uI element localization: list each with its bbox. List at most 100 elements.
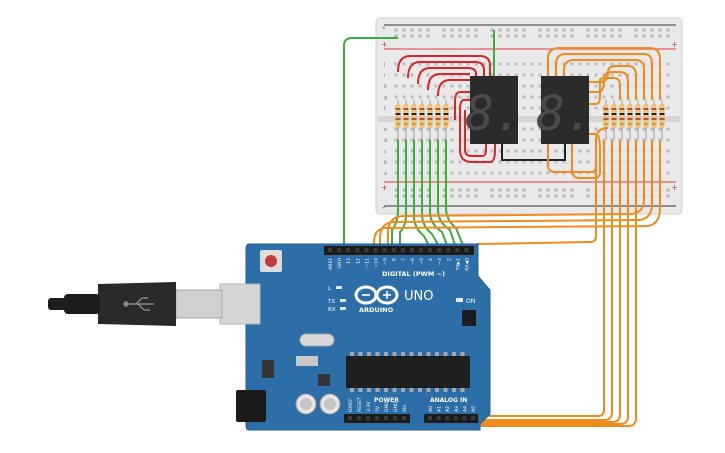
digital-pin-socket[interactable] — [328, 248, 332, 252]
breadboard-hole — [450, 149, 454, 153]
digital-pin-socket[interactable] — [373, 248, 378, 252]
resistor-bank — [395, 100, 665, 140]
breadboard-hole — [458, 84, 462, 88]
led-on — [456, 298, 463, 302]
rail-hole — [426, 194, 430, 198]
analog-pin-socket[interactable] — [462, 416, 467, 420]
red-wire-4 — [427, 73, 470, 91]
breadboard-hole — [450, 171, 454, 175]
row-letter-g: g — [384, 95, 387, 101]
capacitor-1-top — [300, 398, 312, 410]
power-pin-socket[interactable] — [366, 416, 370, 420]
breadboard-hole — [410, 160, 414, 164]
digital-pin-label: 12 — [355, 258, 361, 264]
breadboard-hole — [610, 84, 614, 88]
rail-hole — [602, 28, 606, 32]
power-pin-socket[interactable] — [402, 416, 406, 420]
digital-pin-label: RX◀0 — [465, 258, 471, 271]
resistor-band — [659, 108, 665, 110]
digital-pin-socket[interactable] — [346, 248, 351, 252]
breadboard-hole — [490, 171, 494, 175]
rail-hole — [466, 34, 470, 38]
orange-wire-long-6 — [387, 140, 645, 248]
usb-cable — [48, 282, 261, 326]
power-pin-label: RESET — [357, 397, 363, 412]
orange-wire-bb-4 — [589, 65, 637, 100]
breadboard-hole — [618, 127, 622, 131]
digital-pin-socket[interactable] — [437, 248, 442, 252]
rail-plus-label-top: + — [381, 40, 388, 49]
power-pin-socket[interactable] — [393, 416, 397, 420]
rail-hole — [474, 188, 478, 192]
chip-pin — [426, 388, 431, 392]
resistor-band — [619, 118, 625, 120]
digital-pin-socket[interactable] — [409, 248, 414, 252]
breadboard-hole — [522, 127, 526, 131]
breadboard-hole — [402, 84, 406, 88]
resistor-band — [603, 123, 609, 125]
breadboard-hole — [522, 171, 526, 175]
rail-plus-label-bottom: + — [381, 183, 388, 192]
power-pin-socket[interactable] — [384, 416, 388, 420]
breadboard-hole — [442, 160, 446, 164]
power-pin-label: IOREF — [348, 398, 354, 412]
breadboard-hole — [514, 171, 518, 175]
digital-pin-socket[interactable] — [337, 248, 342, 252]
resistor-band — [427, 113, 433, 115]
rail-plus-label-bottom-right: + — [671, 183, 678, 192]
breadboard-hole — [506, 160, 510, 164]
orange-wire-bb-6 — [589, 77, 621, 105]
digital-pin-socket[interactable] — [355, 248, 360, 252]
analog-pin-socket[interactable] — [471, 416, 475, 420]
orange-wire-bb-7 — [571, 133, 601, 179]
breadboard-hole — [538, 62, 542, 66]
resistor-band — [643, 113, 649, 115]
chip-pin — [435, 352, 439, 356]
rail-hole — [450, 188, 454, 192]
digital-pin-socket[interactable] — [428, 248, 433, 252]
digital-pin-socket[interactable] — [382, 248, 387, 252]
digital-pin-socket[interactable] — [400, 248, 405, 252]
analog-pin-socket[interactable] — [428, 416, 432, 420]
rail-hole — [514, 34, 518, 38]
chip-pin — [418, 388, 422, 392]
digital-pin-socket[interactable] — [364, 248, 369, 252]
breadboard-hole — [522, 73, 526, 77]
resistor-band — [635, 123, 641, 125]
resistor-band — [395, 123, 401, 125]
display-left-digit: 8. — [465, 86, 523, 142]
breadboard-hole — [418, 127, 422, 131]
resistor-band — [427, 118, 433, 120]
rail-minus-label-top: - — [382, 23, 385, 33]
resistor-band — [403, 118, 409, 120]
digital-pin-socket[interactable] — [446, 248, 451, 252]
analog-pin-socket[interactable] — [436, 416, 441, 420]
analog-pin-socket[interactable] — [445, 416, 450, 420]
rail-hole — [642, 28, 646, 32]
breadboard-hole — [530, 84, 534, 88]
digital-pin-socket[interactable] — [455, 248, 460, 252]
digital-pin-socket[interactable] — [419, 248, 423, 252]
digital-pin-socket[interactable] — [464, 248, 469, 252]
rail-hole — [666, 194, 670, 198]
rail-hole — [666, 28, 670, 32]
breadboard-hole — [482, 62, 486, 66]
breadboard-hole — [594, 127, 598, 131]
resistor-band — [611, 108, 617, 110]
resistor-band — [603, 108, 609, 110]
breadboard-hole — [402, 149, 406, 153]
rail-hole — [514, 28, 518, 32]
chip-pin — [452, 352, 456, 356]
power-pin-socket[interactable] — [348, 416, 352, 420]
resistor-band — [411, 118, 417, 120]
power-pin-socket[interactable] — [357, 416, 361, 420]
rail-hole — [458, 34, 462, 38]
power-pin-socket[interactable] — [375, 416, 379, 420]
rail-hole — [410, 188, 414, 192]
resistor-band — [627, 108, 633, 110]
digital-pin-socket[interactable] — [391, 248, 396, 252]
rail-hole — [554, 194, 558, 198]
analog-pin-socket[interactable] — [453, 416, 458, 420]
rail-hole — [474, 28, 478, 32]
resistor-band — [419, 113, 425, 115]
